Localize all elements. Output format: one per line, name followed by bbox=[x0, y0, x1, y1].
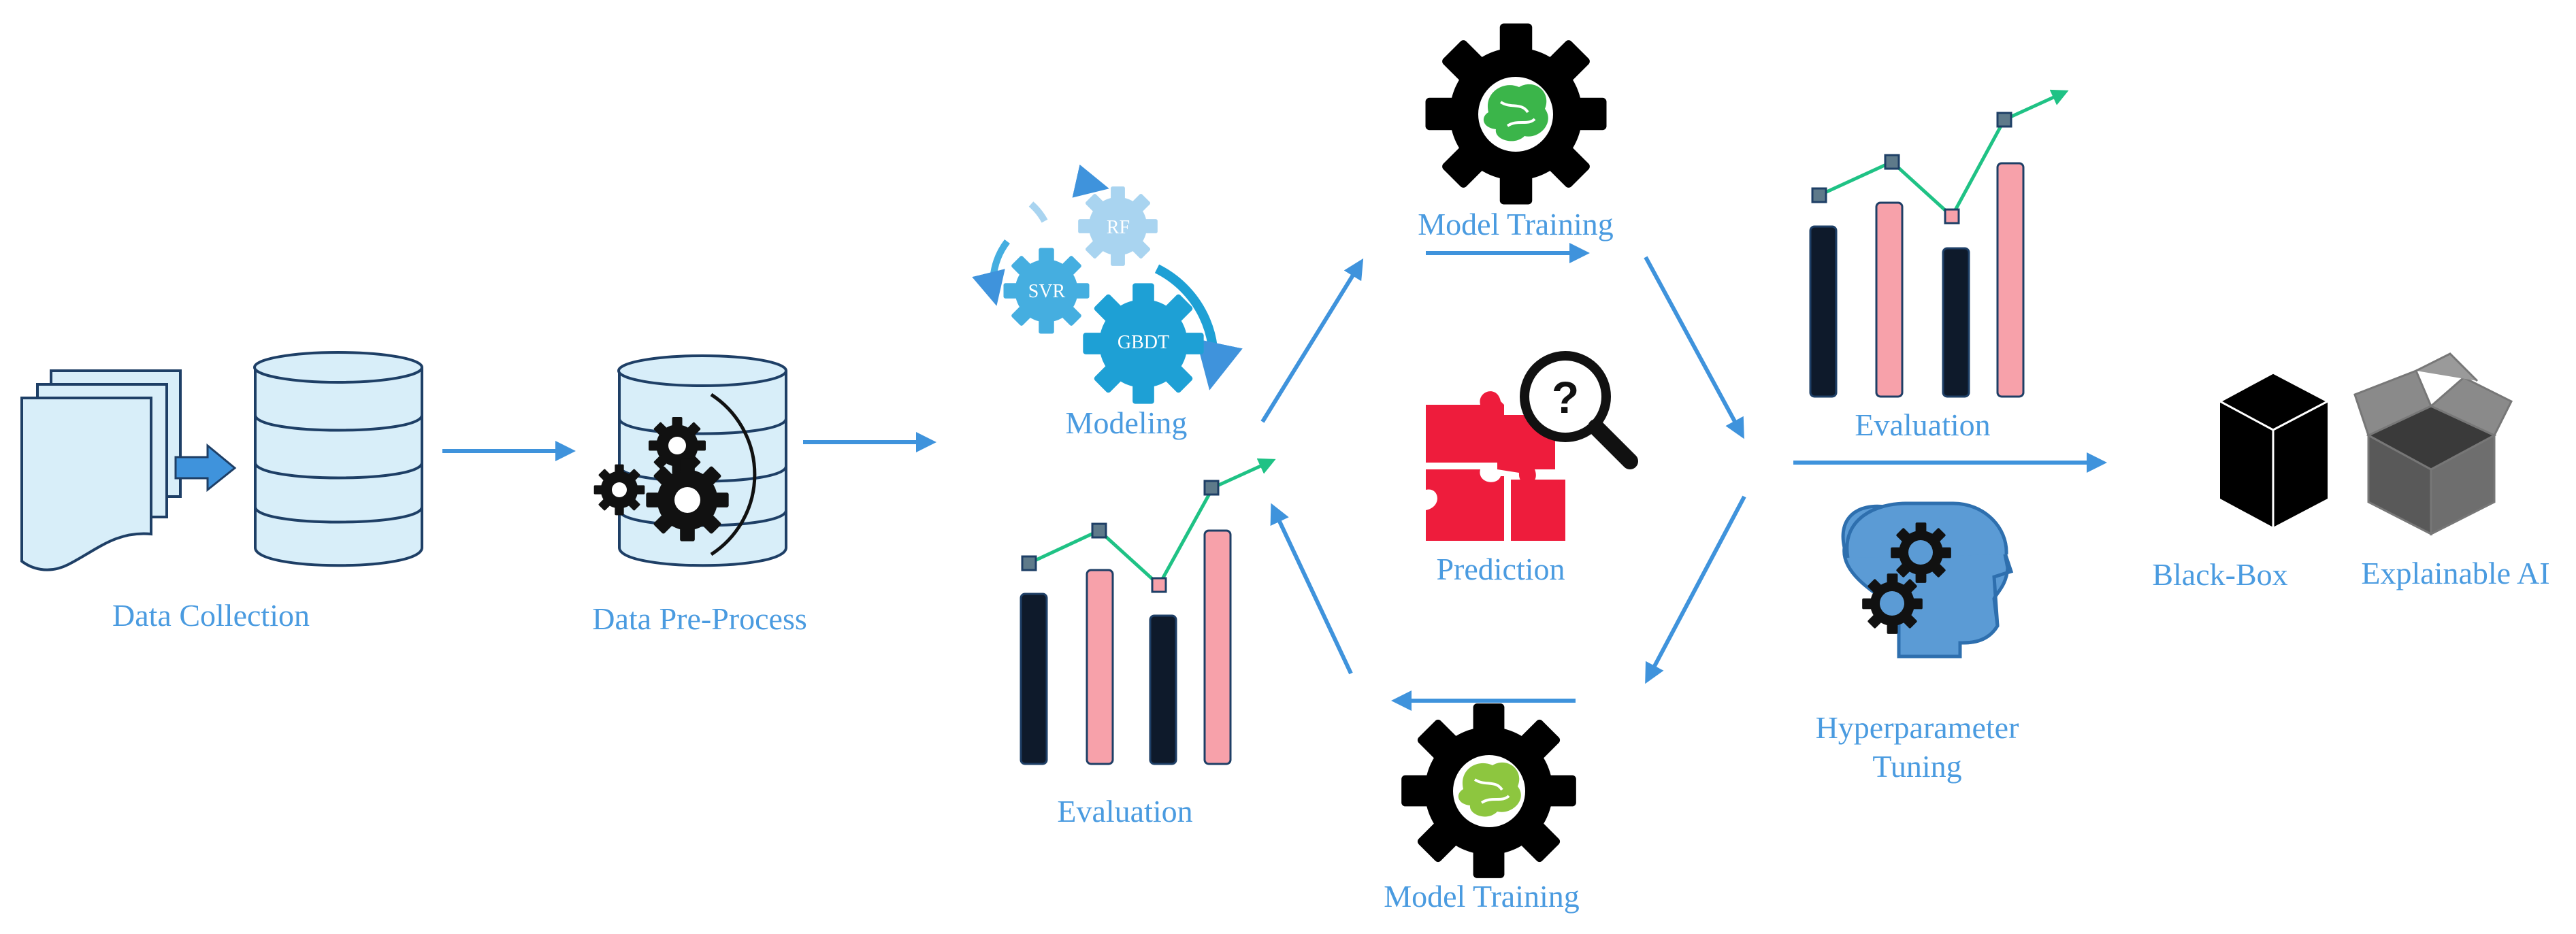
database-gears-icon bbox=[593, 354, 787, 567]
brain-gear-icon-bottom bbox=[1401, 703, 1576, 878]
modeling-gears-icon: RF SVR GBDT bbox=[972, 164, 1243, 404]
arrow-training-to-evaluation-bottom bbox=[1270, 503, 1353, 675]
bar-chart-icon-bottom bbox=[1020, 458, 1276, 765]
svg-text:?: ? bbox=[1552, 372, 1579, 422]
hyperparameter-label-line2: Tuning bbox=[1872, 749, 1961, 784]
bar-chart-icon-top bbox=[1809, 89, 2069, 398]
evaluation-bottom-label: Evaluation bbox=[1057, 794, 1192, 829]
data-collection-label: Data Collection bbox=[112, 598, 310, 633]
black-box-label: Black-Box bbox=[2152, 557, 2287, 592]
data-preprocess-label: Data Pre-Process bbox=[592, 601, 807, 636]
document-stack-icon bbox=[20, 369, 237, 571]
gear-label-svr: SVR bbox=[1028, 281, 1066, 302]
head-gears-icon bbox=[1841, 501, 2014, 658]
arrow-modeling-to-training bbox=[1260, 258, 1364, 423]
model-training-bottom-label: Model Training bbox=[1384, 879, 1580, 914]
black-cube-icon bbox=[2217, 371, 2330, 527]
gear-label-gbdt: GBDT bbox=[1118, 332, 1169, 353]
arrow-evaluation-to-training-bottom bbox=[1645, 495, 1746, 684]
arrow-training-to-evaluation bbox=[1644, 256, 1744, 439]
brain-gear-icon-top bbox=[1425, 23, 1607, 205]
evaluation-top-label: Evaluation bbox=[1855, 407, 1990, 442]
open-box-icon bbox=[2353, 352, 2513, 536]
modeling-label: Modeling bbox=[1066, 405, 1188, 440]
hyperparameter-label-line1: Hyperparameter bbox=[1816, 710, 2019, 745]
prediction-label: Prediction bbox=[1436, 552, 1565, 586]
puzzle-magnifier-icon: ? bbox=[1426, 351, 1638, 541]
explainable-ai-label: Explainable AI bbox=[2361, 556, 2549, 590]
model-training-top-label: Model Training bbox=[1418, 207, 1614, 241]
gear-label-rf: RF bbox=[1107, 217, 1130, 238]
database-icon bbox=[253, 351, 423, 567]
